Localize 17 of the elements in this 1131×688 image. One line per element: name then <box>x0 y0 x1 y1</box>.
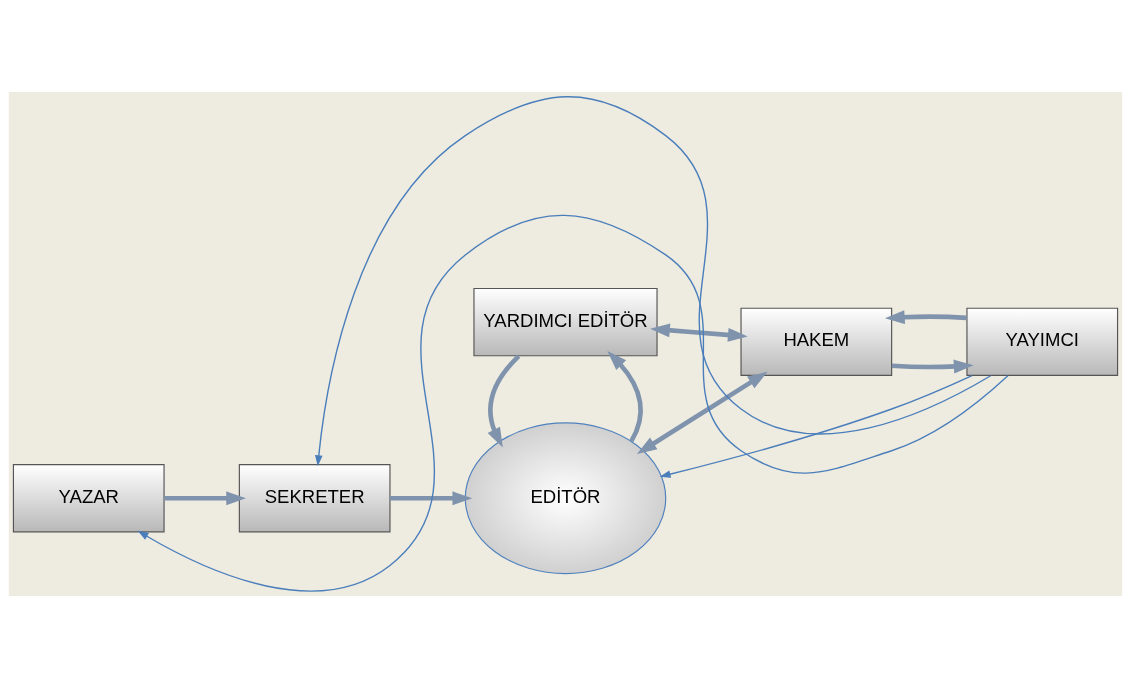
arrow <box>636 371 768 454</box>
node-box: YARDIMCI EDİTÖR <box>473 287 658 357</box>
arrow <box>315 96 992 467</box>
arrow <box>659 374 973 478</box>
node-ellipse: EDİTÖR <box>464 422 667 575</box>
arrow <box>164 491 246 506</box>
node-box: YAZAR <box>12 464 165 533</box>
arrow <box>607 351 643 443</box>
node-box: YAYIMCI <box>966 307 1119 376</box>
arrow <box>487 354 521 448</box>
arrow <box>137 214 1009 592</box>
node-box: SEKRETER <box>238 464 391 533</box>
arrow <box>884 310 967 325</box>
arrow <box>650 323 748 342</box>
arrow <box>390 491 473 506</box>
arrow <box>891 359 974 374</box>
node-box: HAKEM <box>740 307 893 376</box>
